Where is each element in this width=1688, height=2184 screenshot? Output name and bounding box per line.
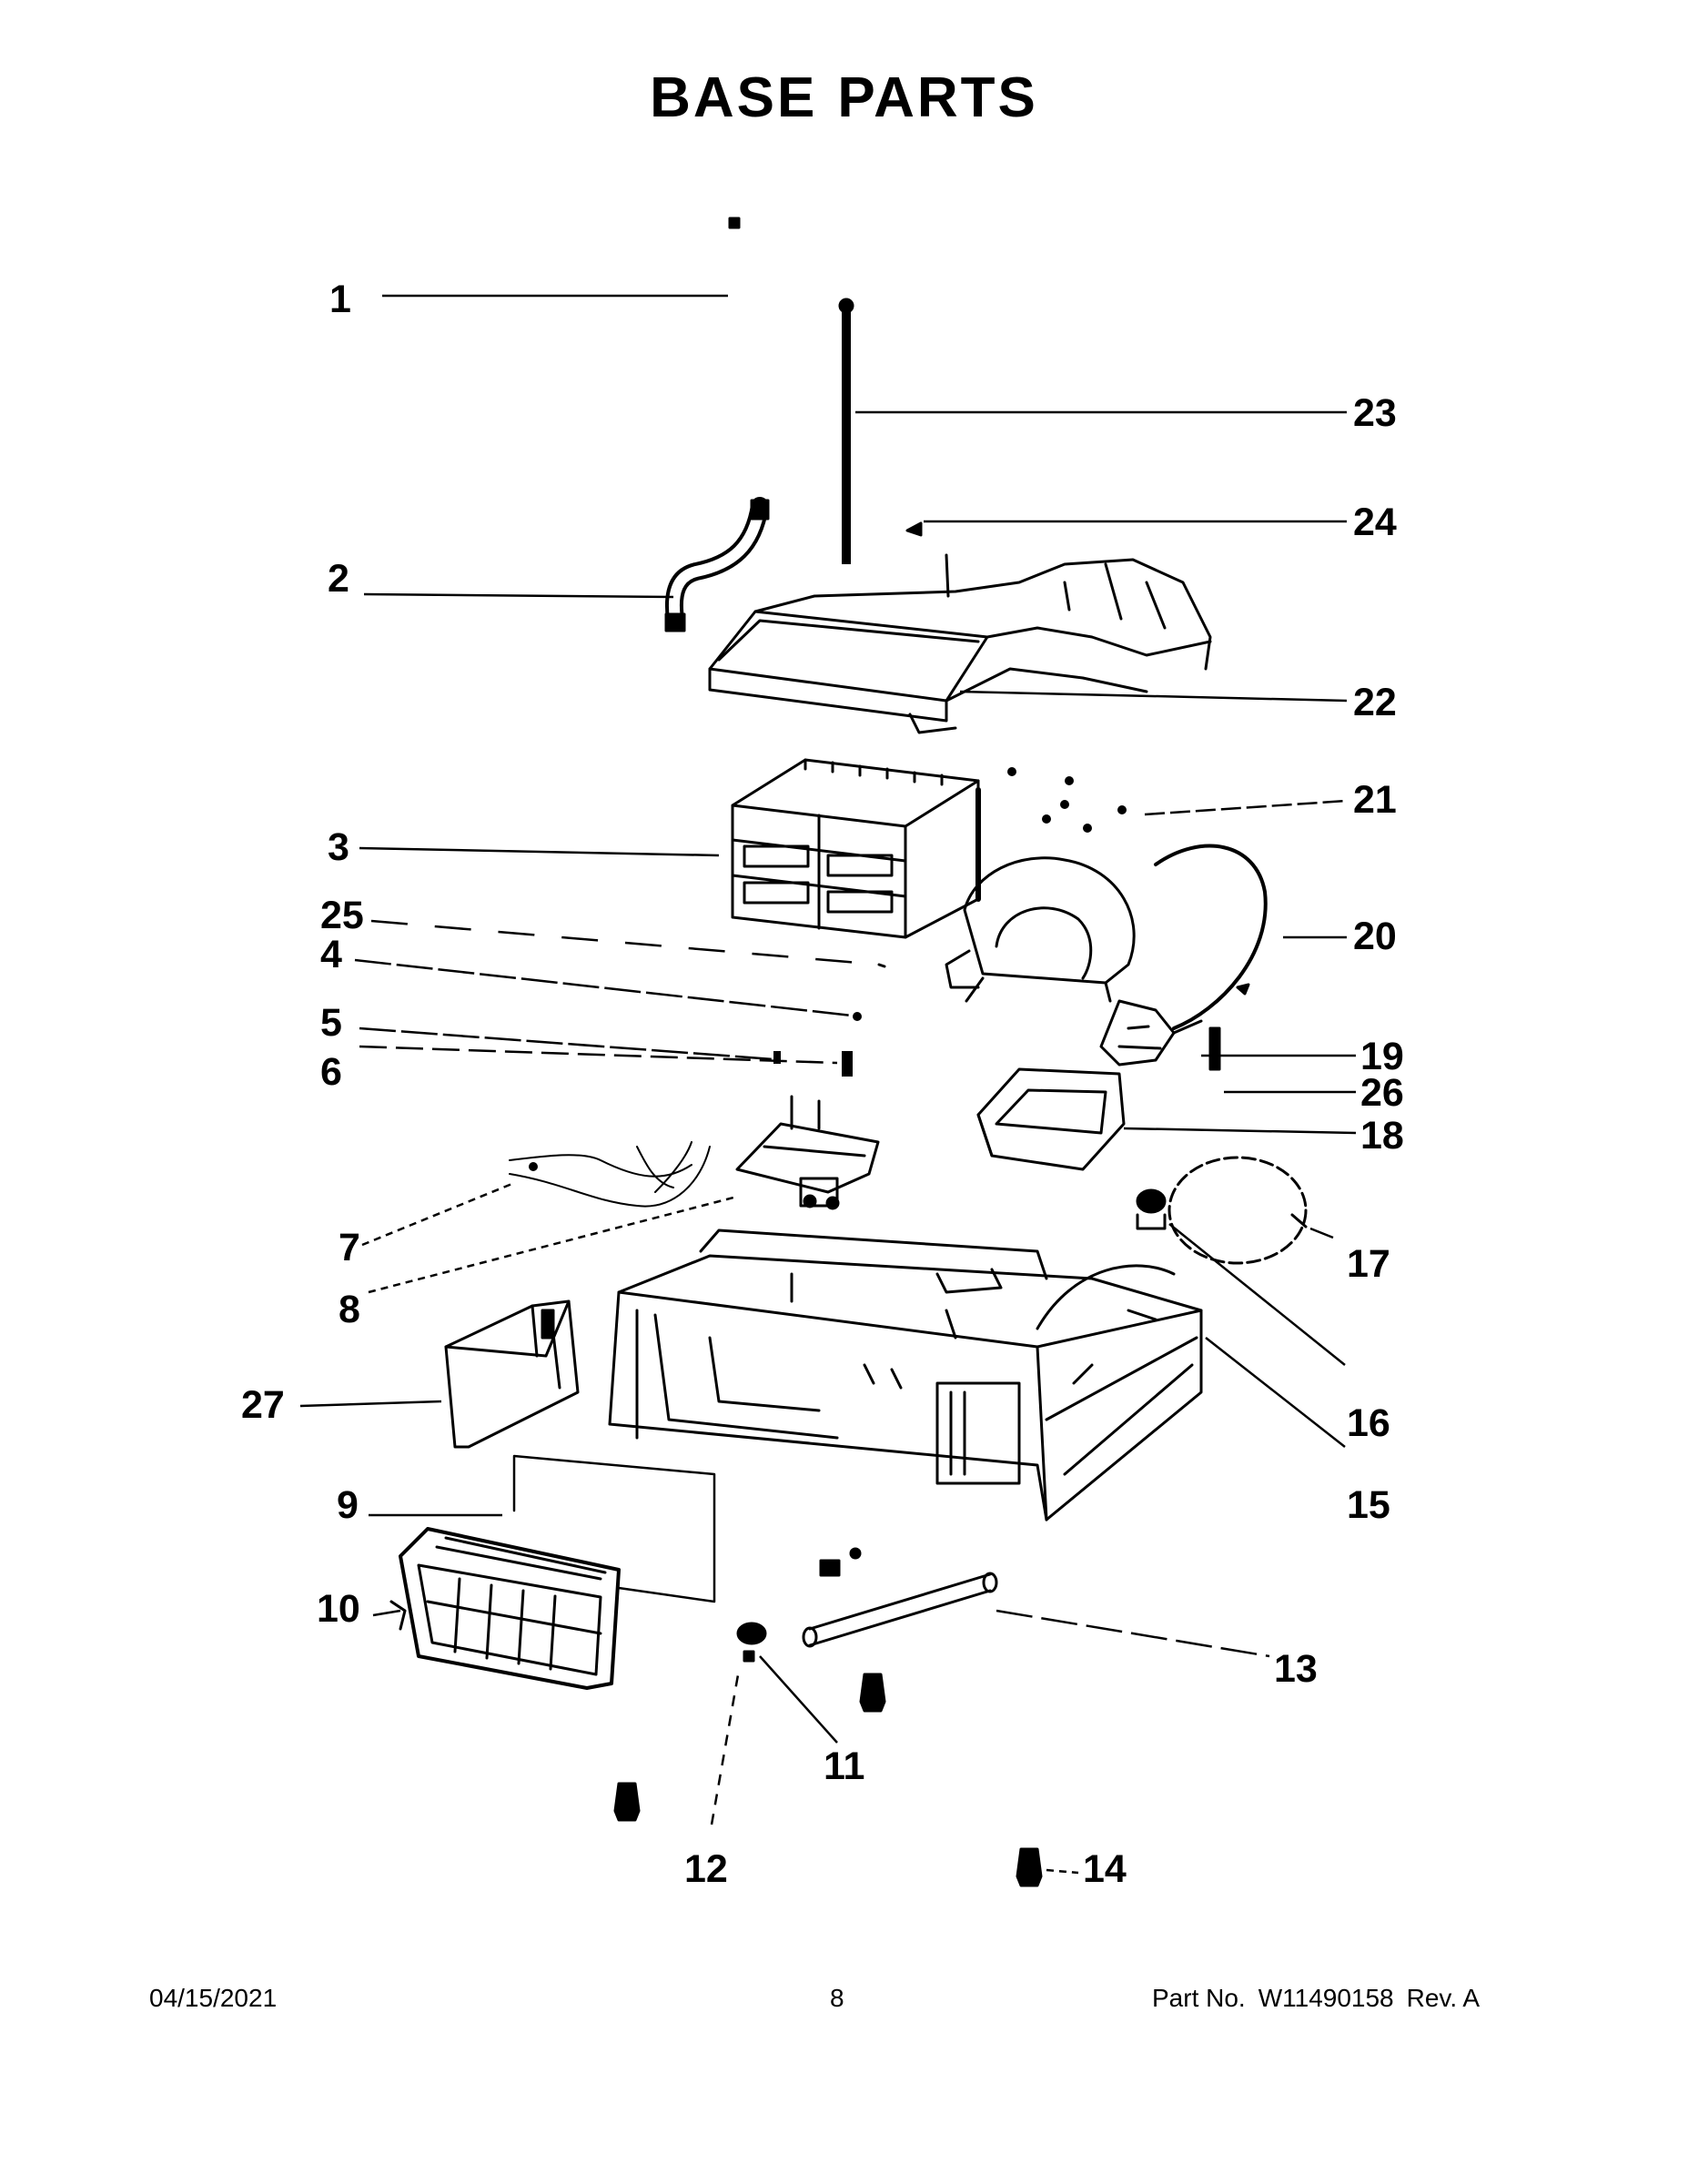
part-4-5-6-screws: [773, 1012, 862, 1077]
callout-3: 3: [328, 825, 349, 869]
callout-6: 6: [320, 1050, 342, 1094]
part-20-blower-housing: [945, 844, 1268, 1030]
callout-11: 11: [824, 1744, 864, 1788]
callout-10: 10: [317, 1587, 360, 1631]
part-27-cover-plate: [444, 1299, 580, 1449]
part-7-wire-harness: [509, 1141, 711, 1208]
part-11-grommet: [736, 1622, 767, 1663]
revision: Rev. A: [1406, 1984, 1481, 2012]
footer-date: 04/15/2021: [149, 1984, 278, 2012]
footer-part-number: Part No. W11490158 Rev. A: [1152, 1984, 1480, 2013]
callout-17: 17: [1347, 1242, 1390, 1286]
title-word-parts: PARTS: [837, 66, 1038, 129]
callout-27: 27: [241, 1383, 285, 1427]
callout-13: 13: [1274, 1647, 1318, 1691]
callout-5: 5: [320, 1001, 342, 1045]
callout-8: 8: [339, 1288, 360, 1331]
part-clip: [819, 1547, 862, 1577]
callout-25: 25: [320, 894, 364, 937]
part-16-knob: [1136, 1188, 1167, 1230]
part-19-motor: [1099, 983, 1250, 1067]
callout-1: 1: [329, 278, 351, 321]
footer-page-number: 8: [830, 1984, 844, 2012]
callout-21: 21: [1353, 778, 1397, 822]
callout-26: 26: [1360, 1071, 1404, 1115]
callout-14: 14: [1083, 1847, 1127, 1891]
part-12-14-legs: [613, 1673, 1043, 1887]
callout-16: 16: [1347, 1401, 1390, 1445]
callout-9: 9: [337, 1483, 359, 1527]
part-2-hose: [664, 497, 770, 632]
callout-19: 19: [1360, 1035, 1404, 1078]
callout-15: 15: [1347, 1483, 1390, 1527]
part-10-filter-drawer: [389, 1527, 621, 1690]
callout-20: 20: [1353, 915, 1397, 958]
callout-2: 2: [328, 557, 349, 601]
part-15-base-pan: [608, 1228, 1203, 1522]
callout-labels: 1 2 3 4 5 6 7 8 9 10 11 12 13 14 15 16 1…: [241, 278, 1404, 1891]
title-word-base: BASE: [650, 66, 818, 129]
part-number: W11490158: [1258, 1984, 1394, 2012]
callout-12: 12: [684, 1847, 728, 1891]
part-22-duct-housing: [708, 553, 1212, 734]
callout-7: 7: [339, 1226, 360, 1269]
part-17-hoop: [1167, 1156, 1308, 1265]
part-25-bolt: [877, 963, 886, 968]
part-23-rod: [838, 298, 854, 564]
page-title: BASE PARTS: [0, 66, 1688, 130]
part-26-pin: [1208, 1026, 1221, 1071]
callout-4: 4: [320, 933, 342, 976]
part-13-rod: [802, 1572, 998, 1648]
leader-lines: [299, 294, 1357, 1875]
part-21-screws: [1007, 767, 1127, 833]
callout-24: 24: [1353, 500, 1397, 544]
part-8-bracket: [735, 1095, 880, 1210]
part-3-heat-exchanger: [731, 758, 981, 939]
callout-18: 18: [1360, 1114, 1404, 1158]
part-24-clip: [905, 521, 923, 537]
callout-23: 23: [1353, 391, 1397, 435]
part-18-tray: [976, 1067, 1126, 1171]
part-1-screw: [728, 217, 741, 229]
part-9-gasket: [512, 1454, 716, 1603]
callout-22: 22: [1353, 681, 1397, 724]
part-label: Part No.: [1152, 1984, 1246, 2012]
